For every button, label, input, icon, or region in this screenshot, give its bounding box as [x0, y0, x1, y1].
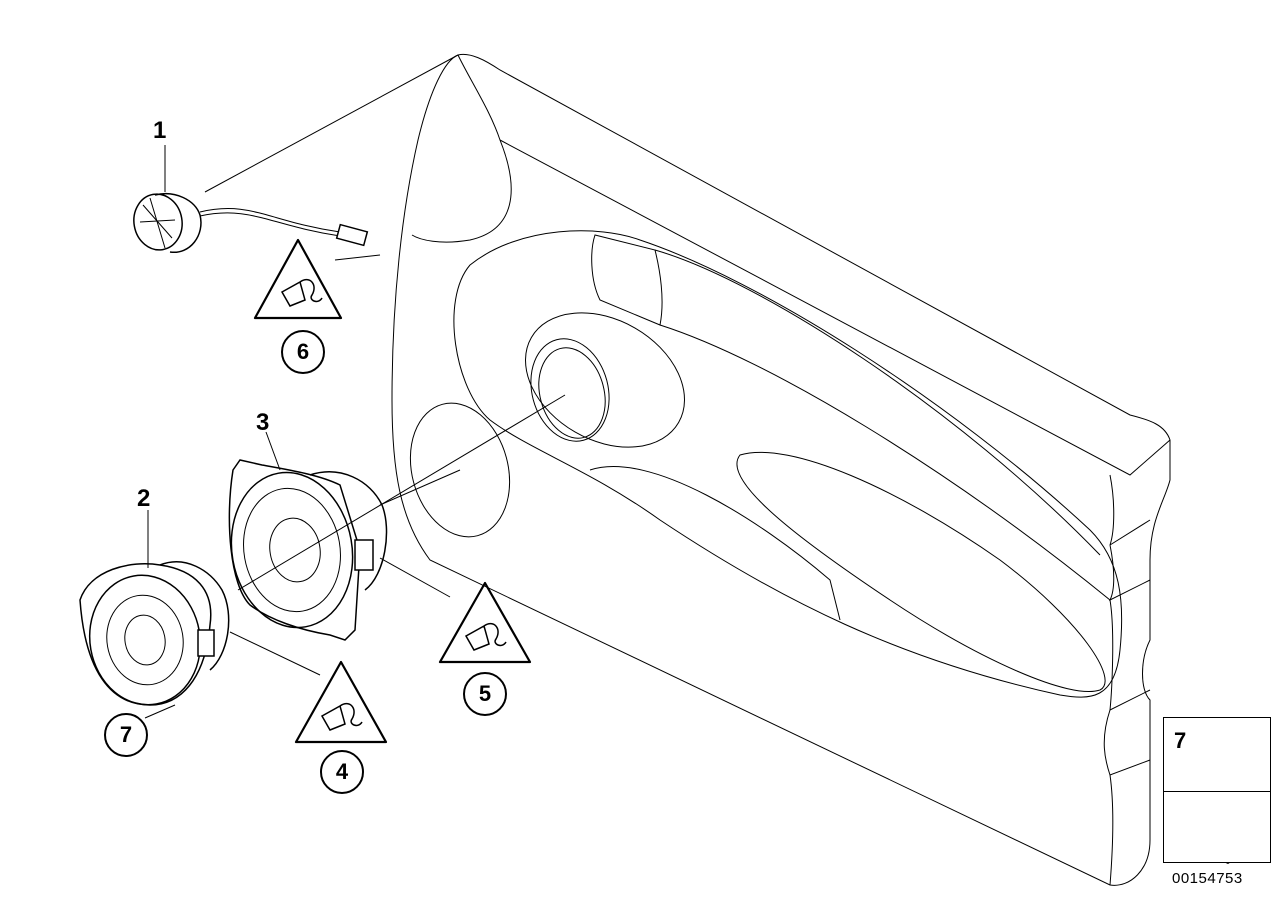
connector-icon-5	[438, 581, 532, 664]
callout-connector-4: 4	[320, 750, 364, 794]
callout-midrange-large: 3	[256, 409, 270, 436]
diagram-reference-number: 00154753	[1172, 870, 1243, 887]
callout-connector-6: 6	[281, 330, 325, 374]
small-speaker-part	[79, 561, 230, 706]
connector-icon-6	[253, 238, 343, 320]
large-speaker-part	[228, 459, 388, 641]
callout-midrange-small: 2	[137, 485, 151, 512]
door-trim-panel	[391, 53, 1171, 886]
legend-divider	[1164, 791, 1270, 792]
tweeter-part	[133, 193, 369, 253]
legend-part-number: 7	[1174, 728, 1187, 753]
callout-connector-5: 5	[463, 672, 507, 716]
leader-lines	[144, 54, 566, 719]
connector-icon-4	[294, 660, 388, 744]
callout-tweeter: 1	[153, 117, 167, 144]
callout-screw-ref: 7	[104, 713, 148, 757]
parts-legend-box: 7	[1163, 717, 1271, 863]
